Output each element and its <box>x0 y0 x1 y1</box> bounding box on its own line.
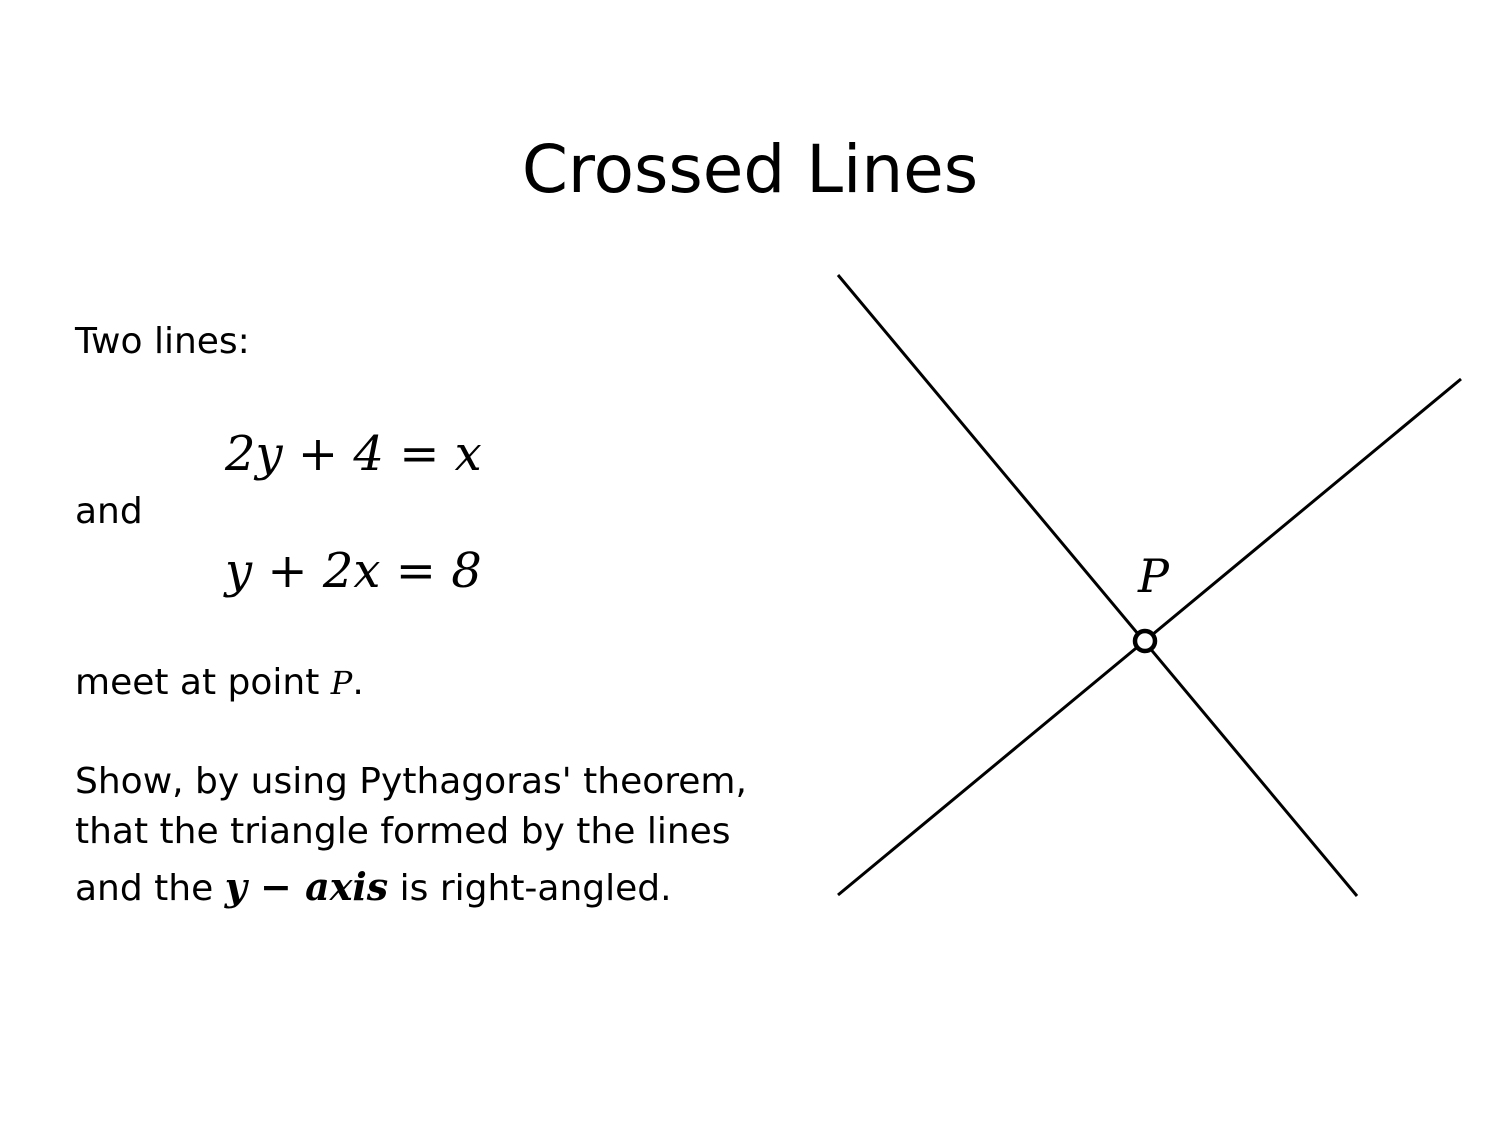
question-line-2: that the triangle formed by the lines <box>75 811 731 852</box>
meet-sentence: meet at point P. <box>75 658 364 708</box>
point-p-label: P <box>1138 549 1169 603</box>
slide-title: Crossed Lines <box>521 131 979 208</box>
connector-text: and <box>75 491 143 532</box>
question-line-3: and the y − axis is right-angled. <box>75 862 672 914</box>
meet-prefix: meet at point <box>75 662 331 703</box>
question-line-3-suffix: is right-angled. <box>388 868 672 909</box>
equation-1: 2y + 4 = x <box>225 424 482 484</box>
line-descending <box>836 274 1359 897</box>
meet-point: P <box>330 664 353 702</box>
question-line-1: Show, by using Pythagoras' theorem, <box>75 761 747 802</box>
question-line-3-prefix: and the <box>75 868 225 909</box>
intersection-point-marker <box>1132 628 1158 654</box>
equation-2: y + 2x = 8 <box>225 541 482 601</box>
question-axis: y − axis <box>224 864 389 909</box>
intro-text: Two lines: <box>75 321 250 362</box>
meet-suffix: . <box>352 662 364 703</box>
equation-2-text: y + 2x = 8 <box>225 543 482 599</box>
equation-1-text: 2y + 4 = x <box>225 426 482 482</box>
